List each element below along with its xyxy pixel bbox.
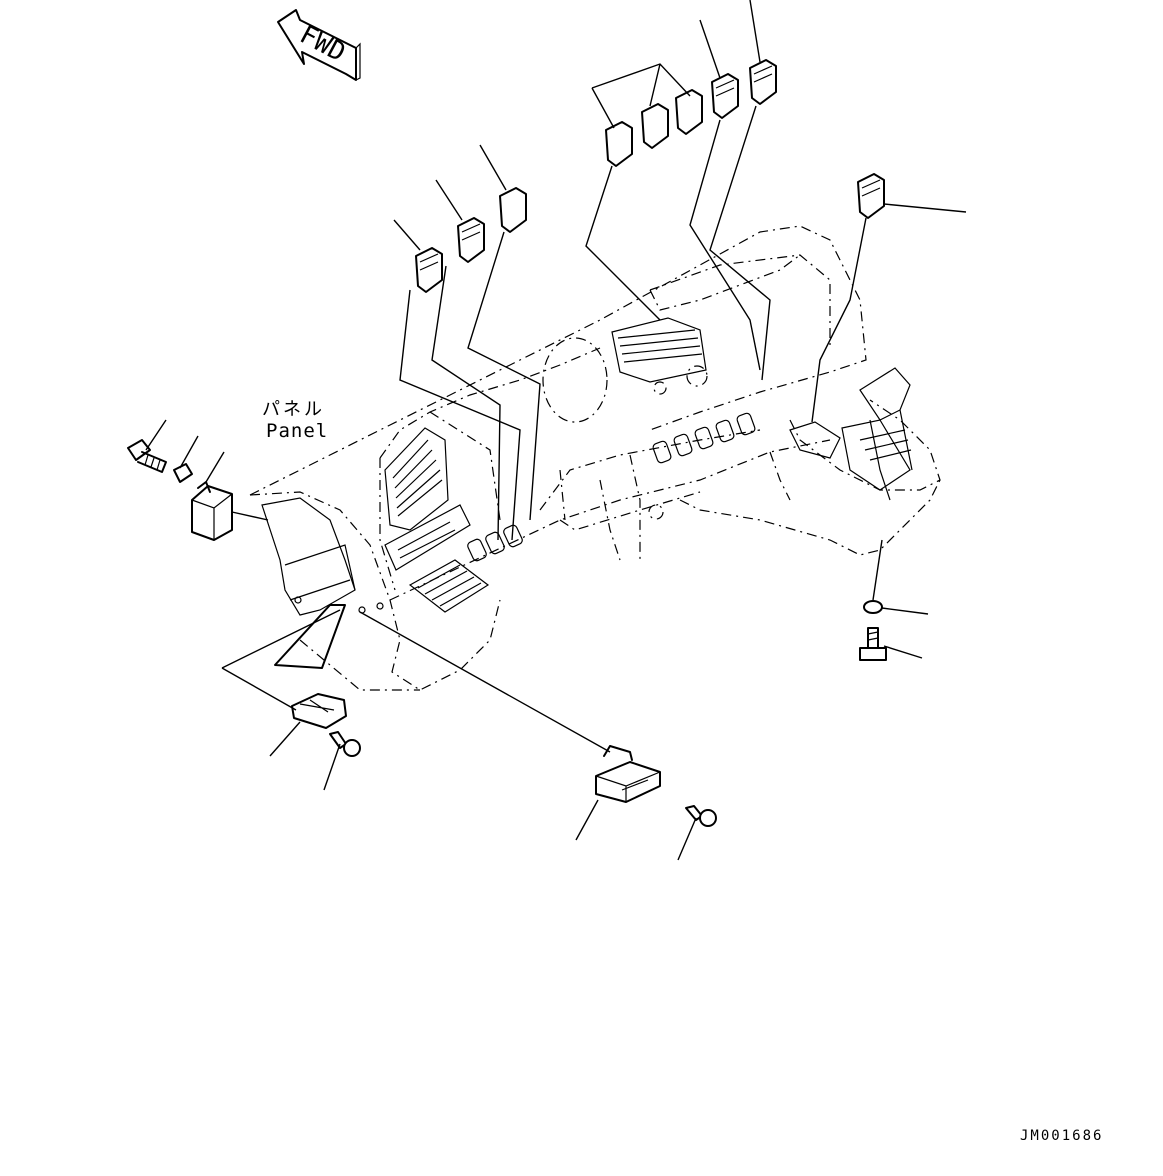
center-air-vent [611,317,707,383]
switch-cap [857,173,885,219]
switch-cap [641,103,669,149]
shift-lever-console [789,367,913,501]
switch-cap [749,59,777,105]
grille-panel [408,559,490,613]
panel-label-english: Panel [266,420,329,442]
switch-cap [415,247,443,293]
dashboard-panel-outline [249,225,941,691]
washer [173,463,193,483]
power-socket [595,745,661,803]
audio-unit [384,504,471,571]
switch-cap [675,89,703,135]
rocker-switch [291,693,347,729]
switch-caps [415,59,885,293]
switch-slots-left [467,524,523,562]
leader-lines [145,0,967,861]
washer [863,600,883,614]
switch-cap [711,73,739,119]
relay-unit [191,481,233,541]
drawing-number: JM001686 [1020,1128,1104,1144]
switch-cap [605,121,633,167]
bolt [127,439,167,473]
bolt [859,627,887,661]
switch-cap [457,217,485,263]
screw [329,731,361,757]
side-bracket [261,497,384,669]
screw [685,805,717,827]
forward-arrow-icon: FWD [277,9,361,81]
switch-cap [499,187,527,233]
left-air-vent [384,427,449,531]
panel-label-japanese: パネル [262,399,325,420]
switch-slots-center [652,412,756,464]
